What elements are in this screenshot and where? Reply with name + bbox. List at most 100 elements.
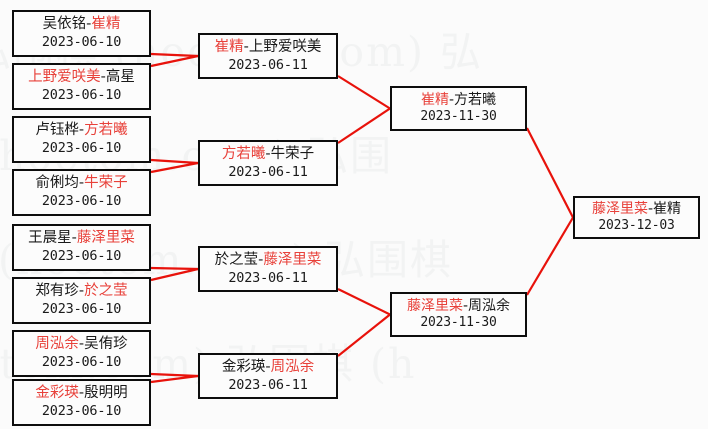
connector-line <box>150 52 199 58</box>
match-date: 2023-06-10 <box>41 354 122 371</box>
match-players: 王晨星-藤泽里菜 <box>28 231 135 247</box>
player-right: 方若曦 <box>84 122 128 139</box>
connector-line <box>150 158 199 165</box>
match-players: 俞俐均-牛荣子 <box>35 176 127 192</box>
match-date: 2023-06-10 <box>41 87 122 104</box>
connector-line <box>526 127 574 219</box>
match-players: 上野爱咲美-高星 <box>28 70 135 86</box>
player-left: 於之莹 <box>214 251 259 268</box>
match-players: 金彩瑛-周泓余 <box>221 358 315 376</box>
connector-line <box>337 288 391 316</box>
connector-line <box>150 374 199 384</box>
player-left: 周泓余 <box>35 336 79 353</box>
match-players: 周泓余-吴侑珍 <box>35 337 127 353</box>
player-separator: - <box>243 38 249 55</box>
player-right: 吴侑珍 <box>84 336 128 353</box>
match-date: 2023-12-03 <box>598 218 675 234</box>
connector-line <box>337 313 391 357</box>
match-date: 2023-06-10 <box>41 140 122 157</box>
player-left: 卢钰桦 <box>35 122 79 139</box>
player-right: 方若曦 <box>454 91 497 108</box>
player-left: 方若曦 <box>221 145 266 162</box>
player-right: 上野爱咲美 <box>248 38 322 55</box>
player-left: 崔精 <box>214 38 244 55</box>
match-date: 2023-11-30 <box>420 109 497 125</box>
player-right: 周泓余 <box>468 297 511 314</box>
connector-line <box>526 216 574 296</box>
connector-line <box>150 372 199 378</box>
match-players: 於之莹-藤泽里菜 <box>214 251 322 269</box>
player-left: 吴依铭 <box>42 16 87 33</box>
connector-line <box>150 266 199 271</box>
match-date: 2023-06-10 <box>41 193 122 210</box>
player-right: 藤泽里菜 <box>263 251 322 268</box>
match-players: 藤泽里菜-崔精 <box>591 200 682 217</box>
match-players: 方若曦-牛荣子 <box>221 145 315 163</box>
match-date: 2023-06-10 <box>41 248 122 265</box>
match-date: 2023-06-10 <box>41 34 122 51</box>
player-right: 於之莹 <box>84 283 128 300</box>
player-right: 藤泽里菜 <box>76 230 135 247</box>
player-separator: - <box>78 283 85 300</box>
player-separator: - <box>78 385 85 402</box>
match-date: 2023-06-11 <box>228 163 308 180</box>
player-separator: - <box>265 145 271 162</box>
player-left: 藤泽里菜 <box>406 297 463 314</box>
connector-line <box>150 267 199 282</box>
player-left: 郑有珍 <box>35 283 79 300</box>
match-date: 2023-11-30 <box>420 315 497 331</box>
player-separator: - <box>100 69 106 86</box>
player-left: 金彩瑛 <box>35 385 79 402</box>
connector-line <box>150 54 199 68</box>
match-players: 卢钰桦-方若曦 <box>35 123 127 139</box>
player-separator: - <box>71 230 77 247</box>
match-players: 郑有珍-於之莹 <box>35 284 127 300</box>
player-separator: - <box>258 251 264 268</box>
player-right: 周泓余 <box>270 358 315 375</box>
player-separator: - <box>462 297 469 314</box>
match-players: 藤泽里菜-周泓余 <box>406 297 511 314</box>
player-left: 藤泽里菜 <box>591 200 648 217</box>
match-date: 2023-06-11 <box>228 376 308 393</box>
player-right: 崔精 <box>653 200 682 217</box>
player-separator: - <box>265 358 271 375</box>
player-left: 上野爱咲美 <box>28 69 101 86</box>
connector-line <box>337 75 391 110</box>
player-left: 王晨星 <box>28 230 72 247</box>
match-players: 崔精-方若曦 <box>420 91 497 108</box>
player-separator: - <box>78 122 85 139</box>
player-right: 牛荣子 <box>84 175 128 192</box>
player-right: 高星 <box>105 69 135 86</box>
player-right: 崔精 <box>91 16 121 33</box>
match-date: 2023-06-11 <box>228 269 308 286</box>
player-separator: - <box>78 175 85 192</box>
match-date: 2023-06-11 <box>228 56 308 73</box>
player-left: 金彩瑛 <box>221 358 266 375</box>
player-separator: - <box>647 200 654 217</box>
match-players: 崔精-上野爱咲美 <box>214 38 322 56</box>
player-separator: - <box>78 336 85 353</box>
match-players: 金彩瑛-殷明明 <box>35 386 127 402</box>
player-separator: - <box>448 91 455 108</box>
player-separator: - <box>86 16 92 33</box>
player-right: 殷明明 <box>84 385 128 402</box>
player-right: 牛荣子 <box>270 145 315 162</box>
connector-line <box>337 107 391 144</box>
player-left: 崔精 <box>420 91 449 108</box>
